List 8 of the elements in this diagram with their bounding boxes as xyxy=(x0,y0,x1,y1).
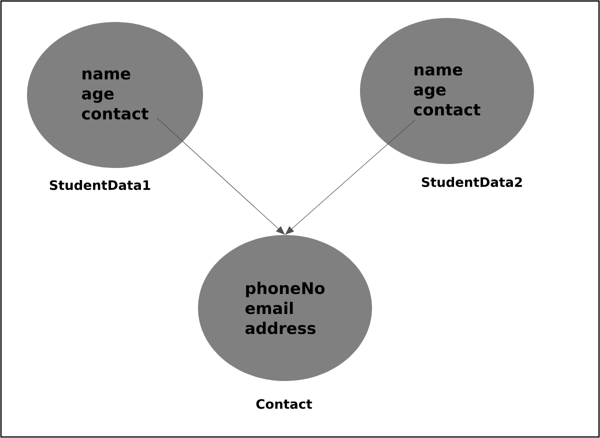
ellipse-node: name age contact xyxy=(27,22,203,168)
ellipse-node: phoneNo email address xyxy=(198,235,372,381)
node-caption: StudentData1 xyxy=(50,180,150,190)
arrow xyxy=(285,120,416,235)
node-caption: Contact xyxy=(256,399,312,409)
node-caption: StudentData2 xyxy=(422,176,522,188)
ellipse-node: name age contact xyxy=(360,18,534,164)
arrow xyxy=(156,118,285,235)
